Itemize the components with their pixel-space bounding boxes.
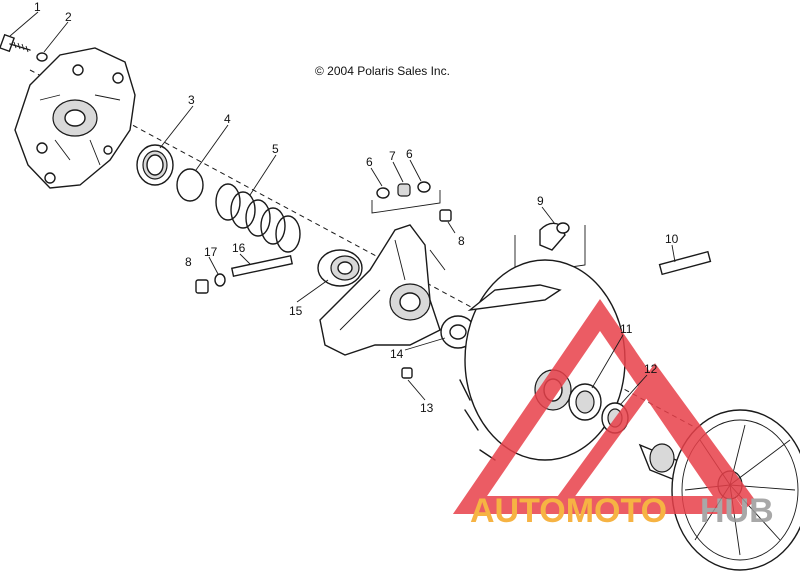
part-small-nut-upper [439,209,452,222]
callout-2: 2 [65,10,72,24]
callout-5: 5 [272,142,279,156]
callout-17: 17 [204,245,218,259]
leader-lines [9,11,676,406]
callout-6b: 6 [406,147,413,161]
callout-4: 4 [224,112,231,126]
part-nut-13 [401,367,413,379]
part-movable-sheave [459,259,626,461]
part-bushing [136,144,174,186]
callout-3: 3 [188,93,195,107]
callout-11: 11 [620,322,633,336]
callout-12: 12 [644,362,658,376]
part-small-washer [214,273,226,287]
callout-7: 7 [389,149,396,163]
part-cover-plate [14,47,136,189]
callout-10: 10 [665,232,679,246]
callout-1: 1 [34,0,41,14]
callout-8a: 8 [458,234,465,248]
part-long-pin [658,250,712,276]
part-washer [36,52,48,62]
watermark-text-gray: HUB [700,492,774,530]
part-spring [215,183,301,253]
part-bushing-11 [568,383,602,421]
callout-15: 15 [289,304,303,318]
part-washer-set [371,181,441,214]
callout-14: 14 [390,347,404,361]
callout-8b: 8 [185,255,192,269]
callout-13: 13 [420,401,434,415]
part-bolt [0,33,31,53]
callout-9: 9 [537,194,544,208]
part-pin [230,255,294,277]
callout-6a: 6 [366,155,373,169]
callout-16: 16 [232,241,246,255]
watermark-text-orange: AUTOMOTO [470,492,667,530]
part-spider-arm [319,224,441,356]
watermark-logo: AUTOMOTO HUB [452,299,774,530]
callout-numbers: 1 2 3 4 5 6 7 6 8 9 10 8 17 16 15 11 12 … [34,0,679,415]
part-small-nut [195,279,209,294]
part-roller-nut [317,249,363,287]
copyright-text: © 2004 Polaris Sales Inc. [315,64,450,78]
part-snap-ring [176,168,204,202]
